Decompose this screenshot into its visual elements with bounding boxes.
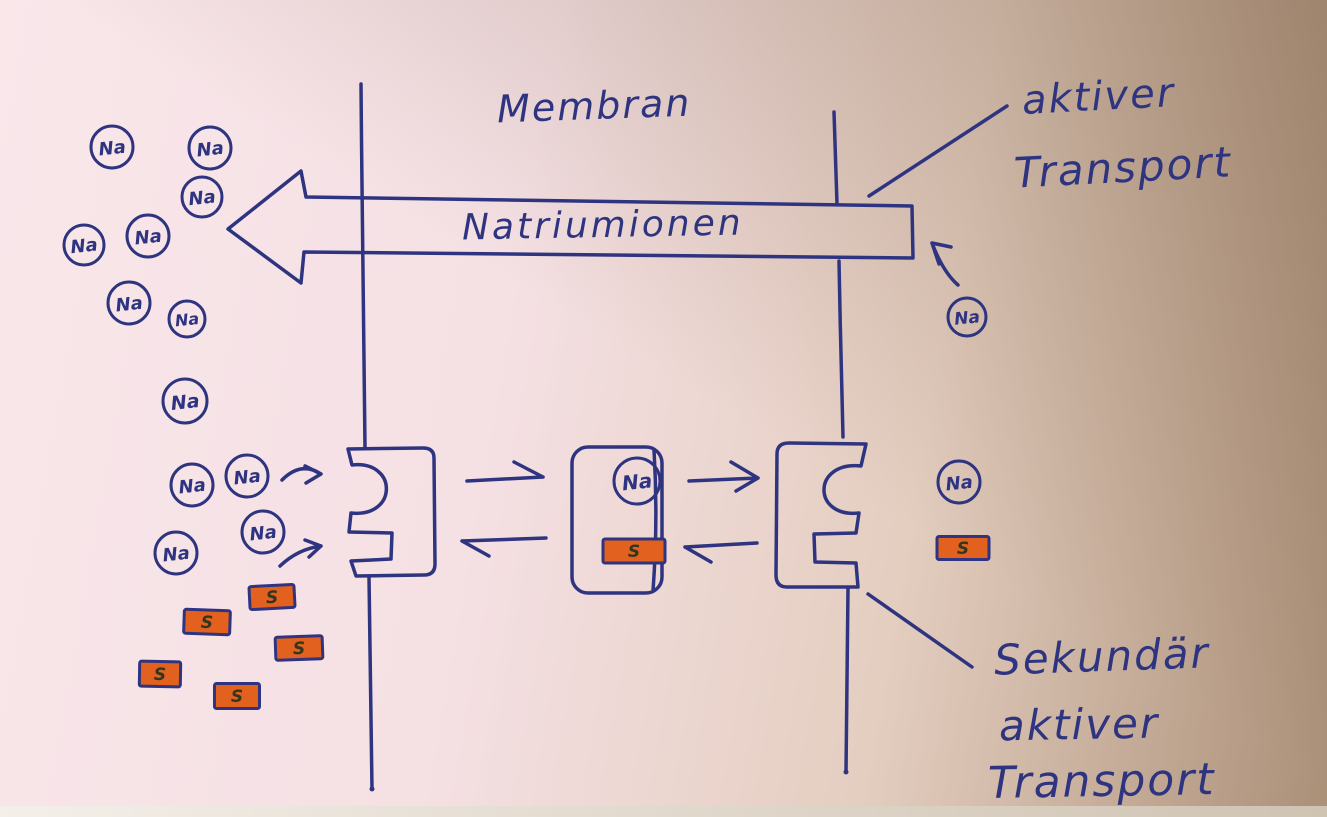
label-sekundaer-line3: Transport <box>987 754 1216 809</box>
svg-text:S: S <box>154 665 167 685</box>
na-ion: Na <box>167 299 207 339</box>
svg-text:Na: Na <box>174 309 200 330</box>
paper-bottom-edge <box>0 806 1327 817</box>
svg-text:S: S <box>293 639 306 659</box>
transporter-left <box>346 446 437 578</box>
na-entry-arrow <box>930 241 960 287</box>
svg-text:Na: Na <box>178 475 207 499</box>
na-ion: Na <box>240 509 286 555</box>
na-ion: Na <box>153 530 199 576</box>
svg-text:Na: Na <box>170 390 201 415</box>
pointer-line-secondary-transport <box>866 592 974 669</box>
na-ion: Na <box>62 223 106 267</box>
transporter-middle <box>570 445 664 595</box>
svg-text:Na: Na <box>249 522 278 546</box>
label-sekundaer-line1: Sekundär <box>993 628 1211 685</box>
line-end-dot <box>843 769 849 775</box>
svg-text:Na: Na <box>115 293 144 317</box>
equilibrium-arrow-right-1 <box>465 460 545 483</box>
na-ion: Na <box>125 213 171 259</box>
svg-text:Na: Na <box>70 234 99 258</box>
pointer-line-active-transport <box>867 104 1009 198</box>
transporter-right <box>774 441 868 589</box>
membrane-line-left <box>359 82 367 450</box>
membrane-line-left-lower <box>367 575 374 791</box>
na-ion: Na <box>612 456 662 506</box>
na-ion: Na <box>936 459 982 505</box>
svg-text:Na: Na <box>188 186 217 210</box>
na-ion: Na <box>187 125 233 171</box>
na-ion: Na <box>161 377 209 425</box>
equilibrium-arrow-left-2 <box>683 541 759 564</box>
na-ion: Na <box>224 453 270 499</box>
na-ion: Na <box>89 124 135 170</box>
svg-text:S: S <box>628 542 640 562</box>
membrane-line-right-middle <box>837 259 845 439</box>
line-end-dot <box>369 786 375 792</box>
substrate-s: S <box>273 634 325 662</box>
na-ion: Na <box>106 280 152 326</box>
binding-arrow-upper <box>280 464 323 485</box>
svg-text:Na: Na <box>196 138 225 162</box>
label-membran: Membran <box>496 80 693 132</box>
substrate-s: S <box>137 659 183 689</box>
substrate-s: S <box>182 607 232 637</box>
substrate-s: S <box>935 535 991 561</box>
natrium-ion-arrow <box>226 169 915 285</box>
svg-text:S: S <box>231 687 243 707</box>
na-ion: Na <box>169 462 215 508</box>
substrate-s: S <box>601 537 667 565</box>
svg-text:Na: Na <box>945 472 974 496</box>
binding-arrow-lower <box>278 538 323 568</box>
svg-text:S: S <box>957 539 969 559</box>
substrate-s: S <box>213 682 261 710</box>
equilibrium-arrow-right-2 <box>687 460 760 493</box>
svg-text:Na: Na <box>233 466 262 490</box>
svg-text:S: S <box>200 613 213 633</box>
svg-text:Na: Na <box>98 137 127 161</box>
label-natriumionen: Natriumionen <box>461 202 744 249</box>
svg-text:Na: Na <box>621 468 654 495</box>
svg-text:S: S <box>265 588 278 609</box>
membrane-line-right-upper <box>832 110 839 206</box>
substrate-s: S <box>247 582 297 612</box>
svg-text:Na: Na <box>162 543 191 567</box>
membrane-line-right-lower <box>844 586 850 774</box>
svg-text:Na: Na <box>953 307 981 330</box>
transporter-middle-inner-edge <box>651 448 658 593</box>
label-sekundaer-line2: aktiver <box>998 698 1160 751</box>
na-ion: Na <box>180 175 224 219</box>
equilibrium-arrow-left-1 <box>460 536 548 558</box>
na-ion: Na <box>946 296 988 338</box>
svg-text:Na: Na <box>134 226 163 250</box>
label-aktiver-transport-line1: aktiver <box>1020 70 1177 124</box>
